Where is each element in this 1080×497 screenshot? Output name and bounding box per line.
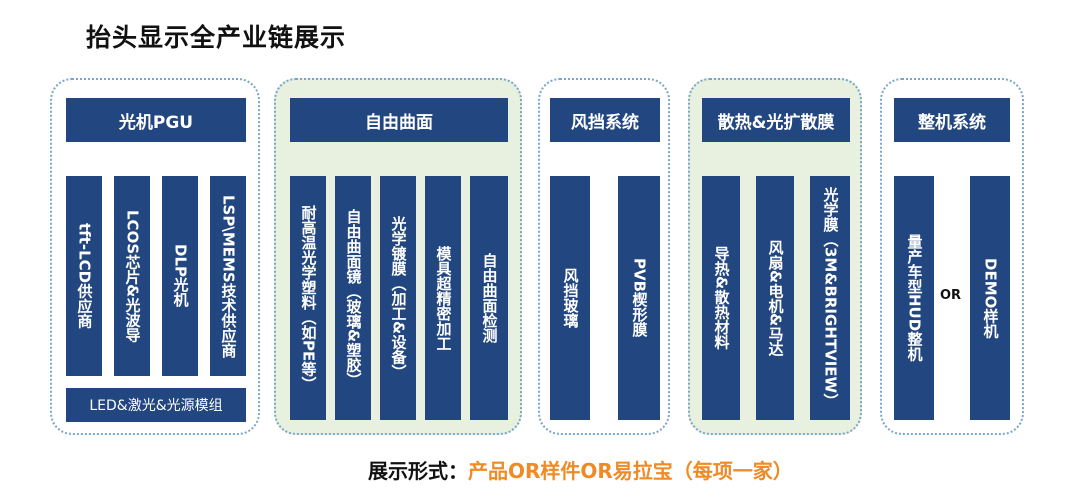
caption-value: 产品OR样件OR易拉宝（每项一家） [468,459,793,483]
caption-label: 展示形式： [368,459,468,483]
column-label: 导热&散热材料 [712,246,731,350]
column-label: PVB楔形膜 [630,258,649,338]
column-lcos: LCOS芯片&光波导 [114,176,150,376]
column-freeform-mirror: 自由曲面镜（玻璃&塑胶） [335,176,371,420]
group-header: 风挡系统 [550,98,660,142]
column-label: 光学膜（3M&BRIGHTVIEW） [821,187,840,409]
group-header: 自由曲面 [290,98,508,142]
column-label: 自由曲面检测 [480,253,499,343]
column-dlp: DLP光机 [162,176,198,376]
column-label: 耐高温光学塑料（如PE等） [299,204,318,392]
group-header: 光机PGU [66,98,246,142]
column-freeform-inspection: 自由曲面检测 [470,176,508,420]
group-windshield-system: 风挡系统 风挡玻璃 PVB楔形膜 [538,78,670,435]
column-fan-motor: 风扇&电机&马达 [756,176,794,420]
column-demo-prototype: DEMO样机 [970,176,1010,420]
group-complete-system: 整机系统 量产车型HUD整机 OR DEMO样机 [880,78,1024,435]
column-heat-resistant-plastic: 耐高温光学塑料（如PE等） [290,176,326,420]
group-header: 散热&光扩散膜 [702,98,850,142]
column-label: 风挡玻璃 [561,268,580,328]
display-format-caption: 展示形式：产品OR样件OR易拉宝（每项一家） [368,455,793,484]
light-source-module-bar: LED&激光&光源模组 [66,388,246,422]
column-label: 光学镀膜（加工&设备） [389,216,408,380]
column-mass-production-hud: 量产车型HUD整机 [894,176,934,420]
column-thermal-materials: 导热&散热材料 [702,176,740,420]
column-label: LCOS芯片&光波导 [123,209,142,343]
column-pvb-wedge-film: PVB楔形膜 [618,176,660,420]
group-header: 整机系统 [894,98,1010,142]
group-heat-dissipation-diffusion-film: 散热&光扩散膜 导热&散热材料 风扇&电机&马达 光学膜（3M&BRIGHTVI… [688,78,862,435]
column-label: DLP光机 [171,244,190,308]
or-separator: OR [940,288,962,303]
column-tft-lcd: tft-LCD供应商 [66,176,102,376]
page-title: 抬头显示全产业链展示 [86,23,347,52]
column-label: 量产车型HUD整机 [905,234,924,362]
column-label: LSP\MEMS技术供应商 [219,194,238,358]
column-label: 风扇&电机&马达 [766,239,785,357]
column-label: tft-LCD供应商 [75,223,94,329]
group-freeform-surface: 自由曲面 耐高温光学塑料（如PE等） 自由曲面镜（玻璃&塑胶） 光学镀膜（加工&… [274,78,522,435]
column-label: DEMO样机 [981,257,1000,339]
column-windshield-glass: 风挡玻璃 [550,176,590,420]
column-optical-film: 光学膜（3M&BRIGHTVIEW） [810,176,850,420]
column-optical-coating: 光学镀膜（加工&设备） [380,176,416,420]
column-mold-precision: 模具超精密加工 [425,176,461,420]
column-lsp-mems: LSP\MEMS技术供应商 [210,176,246,376]
column-label: 模具超精密加工 [434,245,453,351]
group-optical-engine-pgu: 光机PGU tft-LCD供应商 LCOS芯片&光波导 DLP光机 LSP\ME… [50,78,260,435]
column-label: 自由曲面镜（玻璃&塑胶） [344,208,363,388]
